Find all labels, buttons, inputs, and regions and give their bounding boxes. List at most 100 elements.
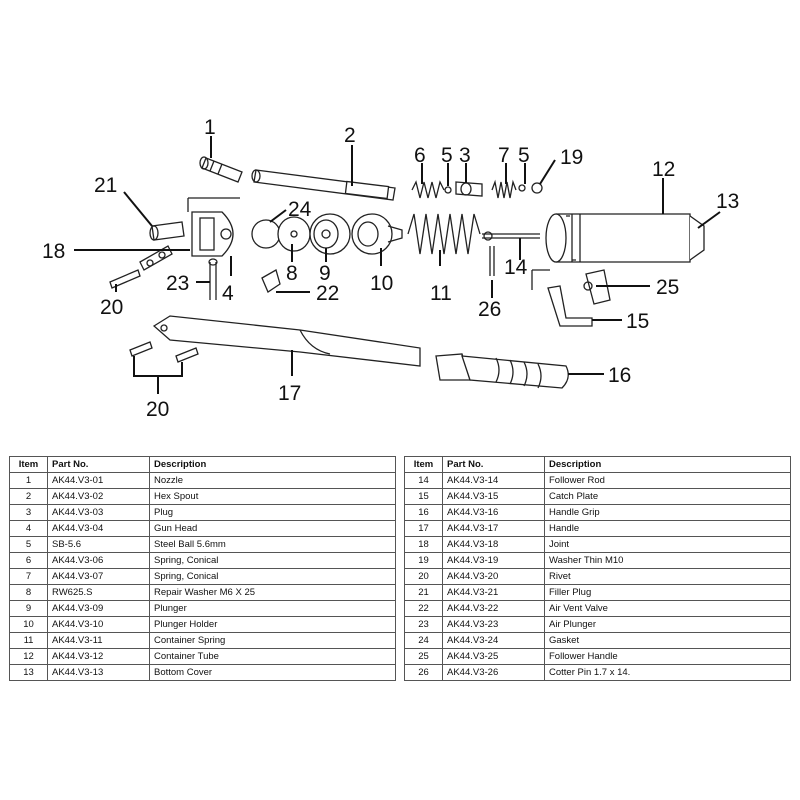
callout-3: 3: [459, 144, 471, 167]
steel-ball-part: [444, 186, 452, 194]
cell-part-no: AK44.V3-24: [442, 632, 545, 649]
callout-numbers: 1 2 6 5 3 7 5 19 12 13 21 24 18 8 9 10 1…: [42, 116, 739, 421]
callout-5: 5: [441, 144, 453, 167]
callout-16: 16: [608, 364, 631, 387]
cell-description: Plunger: [149, 600, 396, 617]
rivet-pair-part: [129, 341, 199, 363]
header-part-no: Part No.: [47, 456, 150, 473]
cell-item: 16: [404, 504, 443, 521]
cell-description: Plug: [149, 504, 396, 521]
cell-item: 4: [9, 520, 48, 537]
cell-description: Handle: [544, 520, 791, 537]
cell-item: 21: [404, 584, 443, 601]
follower-rod-part: [482, 231, 540, 241]
callout-5b: 5: [518, 144, 530, 167]
cotter-pin-part: [489, 246, 495, 276]
cell-part-no: AK44.V3-19: [442, 552, 545, 569]
header-item: Item: [404, 456, 443, 473]
callout-20a: 20: [100, 296, 123, 319]
callout-18: 18: [42, 240, 65, 263]
cell-item: 5: [9, 536, 48, 553]
cell-part-no: AK44.V3-14: [442, 472, 545, 489]
cell-description: Follower Rod: [544, 472, 791, 489]
cell-part-no: RW625.S: [47, 584, 150, 601]
header-description: Description: [149, 456, 396, 473]
callout-6: 6: [414, 144, 426, 167]
callout-4: 4: [222, 282, 234, 305]
cell-description: Rivet: [544, 568, 791, 585]
air-vent-valve-part: [261, 269, 281, 293]
cell-description: Washer Thin M10: [544, 552, 791, 569]
cell-description: Repair Washer M6 X 25: [149, 584, 396, 601]
callout-15: 15: [626, 310, 649, 333]
cell-part-no: AK44.V3-20: [442, 568, 545, 585]
cell-item: 11: [9, 632, 48, 649]
cell-part-no: AK44.V3-02: [47, 488, 150, 505]
container-spring-part: [407, 213, 481, 255]
cell-part-no: AK44.V3-10: [47, 616, 150, 633]
cell-item: 17: [404, 520, 443, 537]
cell-description: Container Tube: [149, 648, 396, 665]
cell-item: 18: [404, 536, 443, 553]
cell-part-no: AK44.V3-16: [442, 504, 545, 521]
exploded-parts-diagram: 1 2 6 5 3 7 5 19 12 13 21 24 18 8 9 10 1…: [42, 116, 739, 421]
header-item: Item: [9, 456, 48, 473]
callout-25: 25: [656, 276, 679, 299]
callout-26: 26: [478, 298, 501, 321]
spring-conical-7-part: [491, 179, 517, 199]
header-part-no: Part No.: [442, 456, 545, 473]
cell-part-no: AK44.V3-23: [442, 616, 545, 633]
cell-part-no: AK44.V3-06: [47, 552, 150, 569]
callout-20b: 20: [146, 398, 169, 421]
plug-part: [455, 181, 483, 197]
cell-item: 10: [9, 616, 48, 633]
cell-description: Catch Plate: [544, 488, 791, 505]
callout-14: 14: [504, 256, 528, 279]
cell-description: Filler Plug: [544, 584, 791, 601]
cell-item: 6: [9, 552, 48, 569]
callout-7: 7: [498, 144, 510, 167]
cell-item: 22: [404, 600, 443, 617]
bottom-cover-part: [689, 215, 705, 261]
cell-description: Hex Spout: [149, 488, 396, 505]
cell-part-no: AK44.V3-15: [442, 488, 545, 505]
callout-9: 9: [319, 262, 331, 285]
cell-item: 20: [404, 568, 443, 585]
table-header-row: Item Part No. Description: [9, 456, 396, 473]
cell-part-no: AK44.V3-11: [47, 632, 150, 649]
cell-description: Plunger Holder: [149, 616, 396, 633]
gun-head-part: [187, 197, 240, 257]
callout-1: 1: [204, 116, 216, 139]
cell-description: Bottom Cover: [149, 664, 396, 681]
cell-part-no: AK44.V3-03: [47, 504, 150, 521]
callout-11: 11: [430, 282, 452, 305]
joint-part: [139, 245, 173, 271]
cell-item: 25: [404, 648, 443, 665]
cell-description: Cotter Pin 1.7 x 14.: [544, 664, 791, 681]
cell-description: Container Spring: [149, 632, 396, 649]
hex-spout-part: [251, 169, 396, 201]
cell-item: 8: [9, 584, 48, 601]
cell-part-no: AK44.V3-18: [442, 536, 545, 553]
cell-item: 15: [404, 488, 443, 505]
plunger-part: [309, 213, 351, 255]
cell-part-no: AK44.V3-25: [442, 648, 545, 665]
callout-24: 24: [288, 198, 312, 221]
cell-item: 24: [404, 632, 443, 649]
plunger-holder-part: [351, 213, 403, 255]
cell-part-no: AK44.V3-13: [47, 664, 150, 681]
cell-item: 23: [404, 616, 443, 633]
callout-17: 17: [278, 382, 301, 405]
